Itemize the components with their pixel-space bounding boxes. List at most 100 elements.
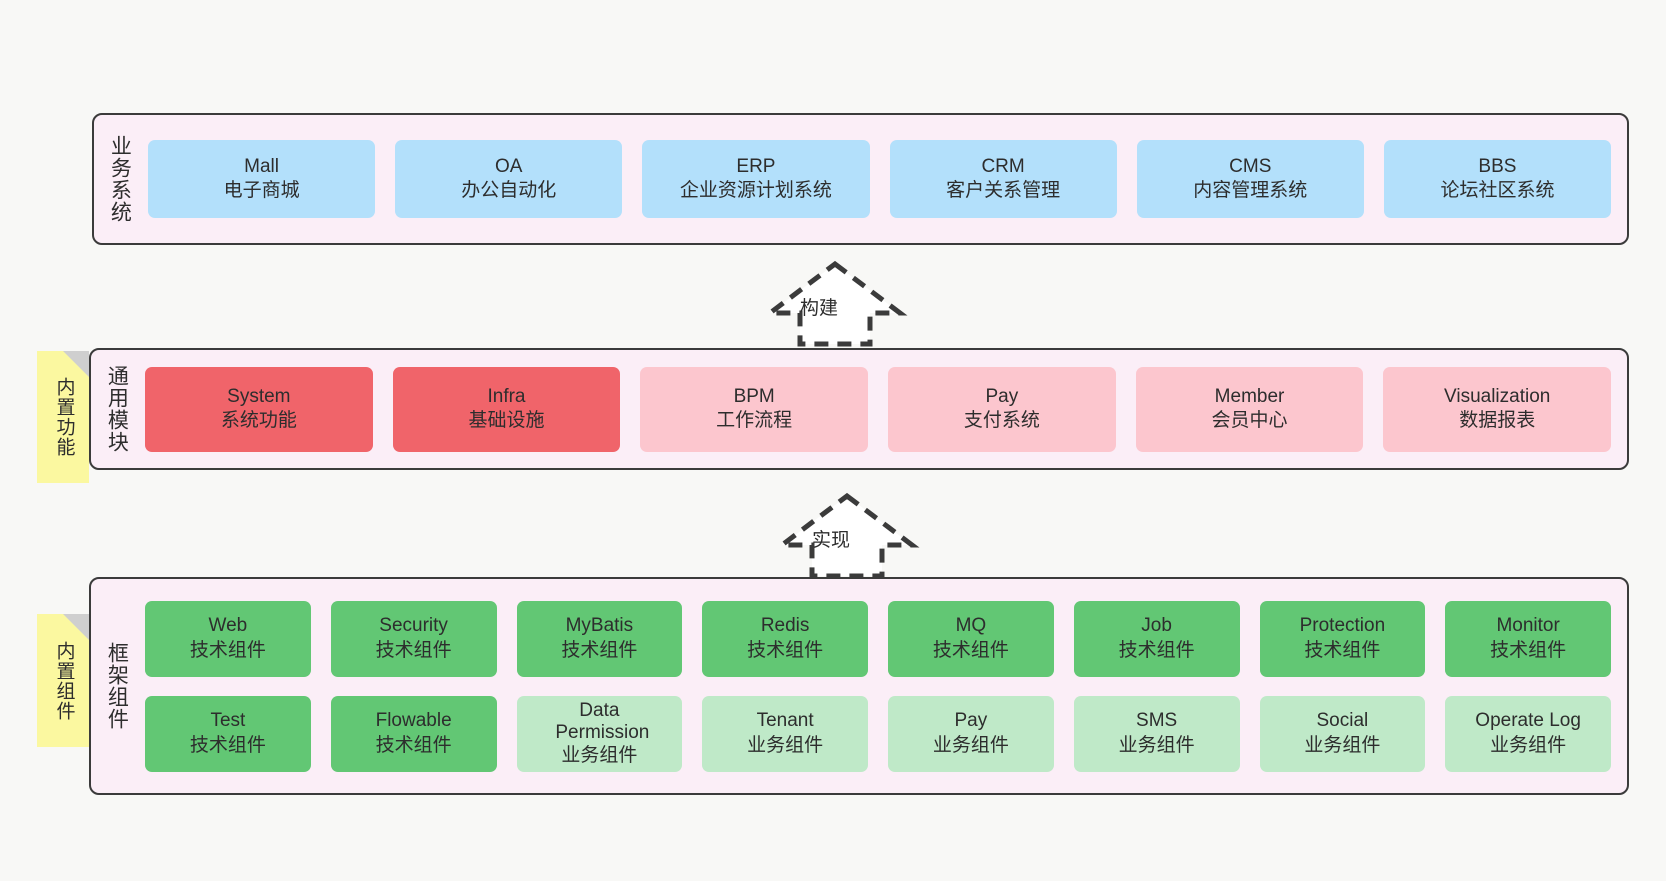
note-label: 内置功能 (53, 377, 75, 457)
card-cms[interactable]: CMS 内容管理系统 (1136, 140, 1364, 218)
card-mq[interactable]: MQ 技术组件 (888, 600, 1054, 677)
card-subtitle: 技术组件 (189, 639, 266, 661)
card-subtitle: 技术组件 (375, 734, 452, 756)
card-subtitle: 业务组件 (1304, 734, 1381, 756)
card-title: BBS (1478, 155, 1517, 177)
card-subtitle: 技术组件 (932, 639, 1009, 661)
card-subtitle: 系统功能 (220, 410, 297, 431)
card-title: Flowable (375, 710, 452, 732)
arrow-build-icon (762, 260, 908, 347)
card-subtitle: 数据报表 (1459, 410, 1536, 431)
business-system-row: Mall 电子商城 OA 办公自动化 ERP 企业资源计划系统 CRM 客户关系… (148, 140, 1612, 218)
arrow-build: 构建 (760, 258, 910, 348)
card-subtitle: 论坛社区系统 (1440, 180, 1555, 201)
layer-body-framework-component: Web 技术组件 Security 技术组件 MyBatis 技术组件 Redi… (141, 579, 1627, 793)
card-test[interactable]: Test 技术组件 (145, 695, 311, 772)
card-redis[interactable]: Redis 技术组件 (702, 600, 868, 677)
arrow-implement-icon (774, 492, 920, 579)
card-title: Data Permission (555, 699, 650, 744)
card-title: Pay (954, 710, 988, 732)
card-title: System (227, 385, 291, 407)
card-title: Test (210, 710, 246, 732)
note-fold-corner-icon (63, 614, 89, 640)
card-job[interactable]: Job 技术组件 (1073, 600, 1240, 677)
card-title: Security (379, 615, 448, 637)
card-tenant[interactable]: Tenant 业务组件 (702, 695, 868, 772)
card-title: MQ (955, 615, 987, 637)
framework-technical-row: Web 技术组件 Security 技术组件 MyBatis 技术组件 Redi… (145, 600, 1611, 677)
card-subtitle: 技术组件 (1490, 639, 1567, 661)
card-oa[interactable]: OA 办公自动化 (395, 140, 623, 218)
card-subtitle: 业务组件 (932, 734, 1009, 756)
card-pay-module[interactable]: Pay 支付系统 (888, 366, 1116, 452)
card-protection[interactable]: Protection 技术组件 (1259, 600, 1426, 677)
card-data-permission[interactable]: Data Permission 业务组件 (516, 695, 683, 772)
card-subtitle: 业务组件 (1490, 734, 1567, 756)
card-flowable[interactable]: Flowable 技术组件 (330, 695, 497, 772)
arrow-implement-label: 实现 (812, 530, 851, 551)
arrow-build-label: 构建 (800, 298, 839, 319)
note-builtin-function: 内置功能 (37, 351, 89, 483)
framework-business-row: Test 技术组件 Flowable 技术组件 Data Permission … (145, 695, 1611, 772)
note-label: 内置组件 (53, 640, 75, 721)
layer-common-module: 通用模块 System 系统功能 Infra 基础设施 BPM 工作流程 Pay… (89, 348, 1629, 470)
card-title: Protection (1299, 615, 1386, 637)
layer-title-business-system: 业务系统 (108, 135, 132, 223)
layer-framework-component: 框架组件 Web 技术组件 Security 技术组件 MyBatis 技术组件… (89, 577, 1629, 795)
card-web[interactable]: Web 技术组件 (145, 600, 311, 677)
card-subtitle: 会员中心 (1211, 410, 1288, 431)
card-subtitle: 技术组件 (375, 639, 452, 661)
card-bpm[interactable]: BPM 工作流程 (640, 366, 869, 452)
card-title: Social (1316, 710, 1369, 732)
card-title: MyBatis (565, 615, 634, 637)
card-erp[interactable]: ERP 企业资源计划系统 (642, 140, 870, 218)
card-subtitle: 技术组件 (561, 639, 638, 661)
card-title: Mall (244, 155, 279, 177)
card-pay-component[interactable]: Pay 业务组件 (888, 695, 1054, 772)
card-crm[interactable]: CRM 客户关系管理 (889, 140, 1117, 218)
card-operate-log[interactable]: Operate Log 业务组件 (1445, 695, 1611, 772)
card-mall[interactable]: Mall 电子商城 (148, 140, 376, 218)
card-title: CRM (981, 155, 1025, 177)
card-title: OA (495, 155, 523, 177)
card-subtitle: 企业资源计划系统 (679, 180, 832, 201)
card-mybatis[interactable]: MyBatis 技术组件 (516, 600, 683, 677)
card-security[interactable]: Security 技术组件 (330, 600, 497, 677)
card-subtitle: 办公自动化 (461, 180, 557, 201)
card-subtitle: 内容管理系统 (1193, 180, 1308, 201)
card-subtitle: 业务组件 (747, 734, 824, 756)
card-subtitle: 业务组件 (561, 744, 638, 766)
card-system[interactable]: System 系统功能 (145, 366, 373, 452)
common-module-row: System 系统功能 Infra 基础设施 BPM 工作流程 Pay 支付系统… (145, 366, 1612, 452)
layer-title-common-module: 通用模块 (105, 365, 129, 453)
card-title: Tenant (756, 710, 814, 732)
card-subtitle: 客户关系管理 (946, 180, 1061, 201)
layer-body-business-system: Mall 电子商城 OA 办公自动化 ERP 企业资源计划系统 CRM 客户关系… (144, 115, 1627, 243)
card-subtitle: 支付系统 (963, 410, 1040, 431)
card-bbs[interactable]: BBS 论坛社区系统 (1383, 140, 1612, 218)
note-builtin-component: 内置组件 (37, 614, 89, 747)
card-member[interactable]: Member 会员中心 (1135, 366, 1364, 452)
card-visualization[interactable]: Visualization 数据报表 (1383, 366, 1612, 452)
card-title: Operate Log (1475, 710, 1581, 732)
card-subtitle: 电子商城 (223, 180, 300, 201)
card-title: Job (1141, 615, 1172, 637)
layer-title-framework-component: 框架组件 (105, 642, 129, 730)
card-infra[interactable]: Infra 基础设施 (392, 366, 621, 452)
card-monitor[interactable]: Monitor 技术组件 (1445, 600, 1611, 677)
card-title: BPM (733, 385, 775, 407)
card-title: SMS (1136, 710, 1178, 732)
card-social[interactable]: Social 业务组件 (1259, 695, 1426, 772)
card-subtitle: 基础设施 (468, 410, 545, 431)
card-subtitle: 技术组件 (747, 639, 824, 661)
card-sms[interactable]: SMS 业务组件 (1073, 695, 1240, 772)
layer-body-common-module: System 系统功能 Infra 基础设施 BPM 工作流程 Pay 支付系统… (141, 350, 1627, 468)
card-title: Pay (985, 385, 1019, 407)
card-subtitle: 业务组件 (1118, 734, 1195, 756)
card-title: Redis (760, 615, 810, 637)
layer-business-system: 业务系统 Mall 电子商城 OA 办公自动化 ERP 企业资源计划系统 CRM… (92, 113, 1629, 245)
card-subtitle: 技术组件 (1118, 639, 1195, 661)
card-subtitle: 技术组件 (1304, 639, 1381, 661)
note-fold-corner-icon (63, 351, 89, 377)
